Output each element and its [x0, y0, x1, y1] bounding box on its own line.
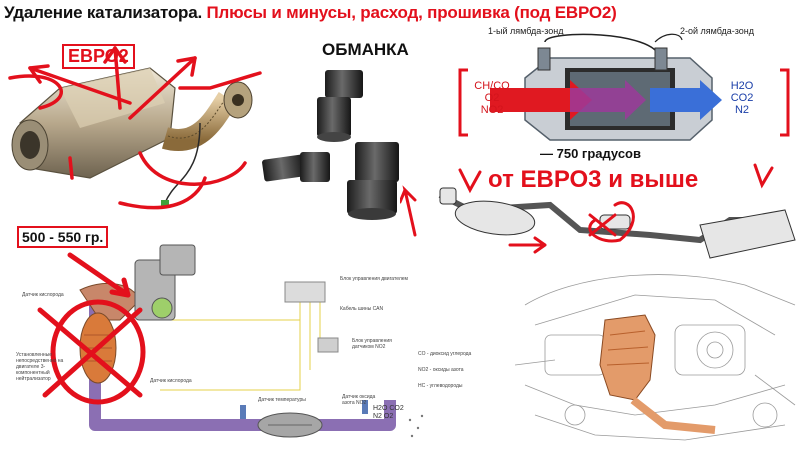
chem-output-1: H2O [730, 80, 754, 92]
lambda-1-label: 1-ый лямбда-зонд [488, 26, 564, 36]
degrees-label: — 750 градусов [540, 146, 641, 161]
nox-unit-label: Блок управления датчиком NO2 [352, 338, 392, 350]
weight-label: 500 - 550 гр. [17, 226, 109, 248]
control-unit-label: Блок управления двигателем [340, 276, 408, 282]
out-gas-4: O2 [383, 413, 394, 420]
out-gas-3: N2 [373, 413, 382, 420]
lambda-2-label: 2-ой лямбда-зонд [680, 26, 755, 36]
chem-input-2: O2 [484, 92, 500, 104]
title-red-part: Плюсы и минусы, расход, прошивка (под ЕВ… [206, 3, 617, 22]
engine-bay-illustration [515, 274, 796, 441]
obmanka-label: ОБМАНКА [322, 40, 409, 59]
out-gases: H2O CO2 N2 O2 [373, 405, 404, 421]
legend-item-3: HC - углеводороды [418, 383, 463, 389]
oxygen-sensor-2-label: Датчик кислорода [150, 378, 192, 384]
chem-input-3: NO2 [480, 104, 504, 116]
chem-inputs: CH/CO O2 NO2 [462, 80, 522, 116]
converter-chemistry-diagram [458, 33, 790, 141]
out-gas-1: H2O [373, 405, 388, 412]
out-gas-2: CO2 [389, 405, 404, 412]
legend-item-1: CO - диоксид углерода [418, 351, 472, 357]
temp-sensor-label: Датчик температуры [258, 397, 306, 403]
left-note-label: Установленные непосредственно на двигате… [16, 352, 64, 382]
legend-item-2: NO2 - оксиды азота [418, 367, 464, 373]
exhaust-system-illustration [400, 163, 796, 259]
nox-sensor-label: Датчик оксида азота NO2 [342, 394, 376, 406]
euro2-label: ЕВРО2 [62, 44, 135, 69]
can-cable-label: Кабель шины CAN [340, 306, 384, 312]
exhaust-schematic [37, 244, 424, 438]
lambda-spacers-illustration [262, 70, 399, 220]
chem-input-1: CH/CO [474, 80, 510, 92]
title-black-part: Удаление катализатора. [4, 3, 202, 22]
page-title: Удаление катализатора. Плюсы и минусы, р… [4, 3, 617, 23]
chem-output-2: CO2 [730, 92, 754, 104]
oxygen-sensor-1-label: Датчик кислорода [22, 292, 64, 298]
chem-output-3: N2 [734, 104, 750, 116]
catalytic-converter-illustration [8, 46, 262, 210]
euro3-label: от ЕВРО3 и выше [488, 166, 699, 193]
chem-outputs: H2O CO2 N2 [722, 80, 762, 116]
legend: CO - диоксид углерода NO2 - оксиды азота… [418, 346, 471, 394]
